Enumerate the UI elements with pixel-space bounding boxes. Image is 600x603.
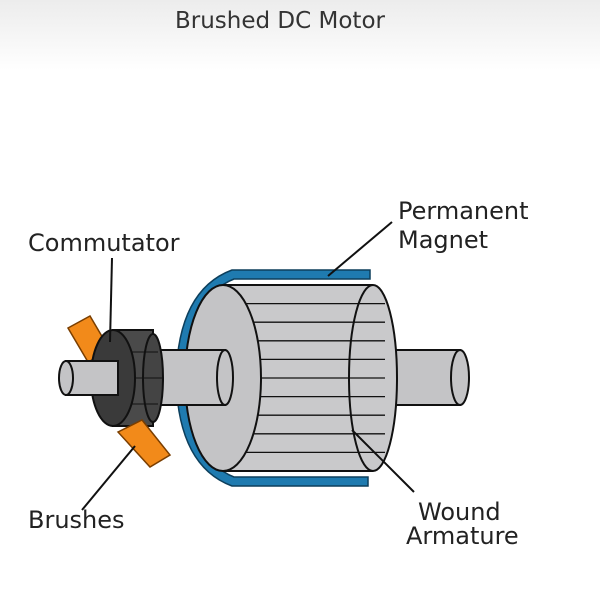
label-magnet: Magnet <box>398 226 489 254</box>
wound-armature <box>184 284 398 472</box>
shaft-end <box>58 360 119 396</box>
armature-leader <box>351 429 415 493</box>
label-armature: Armature <box>406 522 519 550</box>
label-permanent: Permanent <box>398 197 529 225</box>
brush-bottom <box>116 419 172 468</box>
magnet-leader <box>327 221 393 277</box>
commutator-leader <box>109 257 113 343</box>
label-brushes: Brushes <box>28 506 125 534</box>
label-wound: Wound <box>418 498 501 526</box>
diagram-title: Brushed DC Motor <box>175 8 385 34</box>
brushes-leader <box>81 445 136 511</box>
label-commutator: Commutator <box>28 229 180 257</box>
